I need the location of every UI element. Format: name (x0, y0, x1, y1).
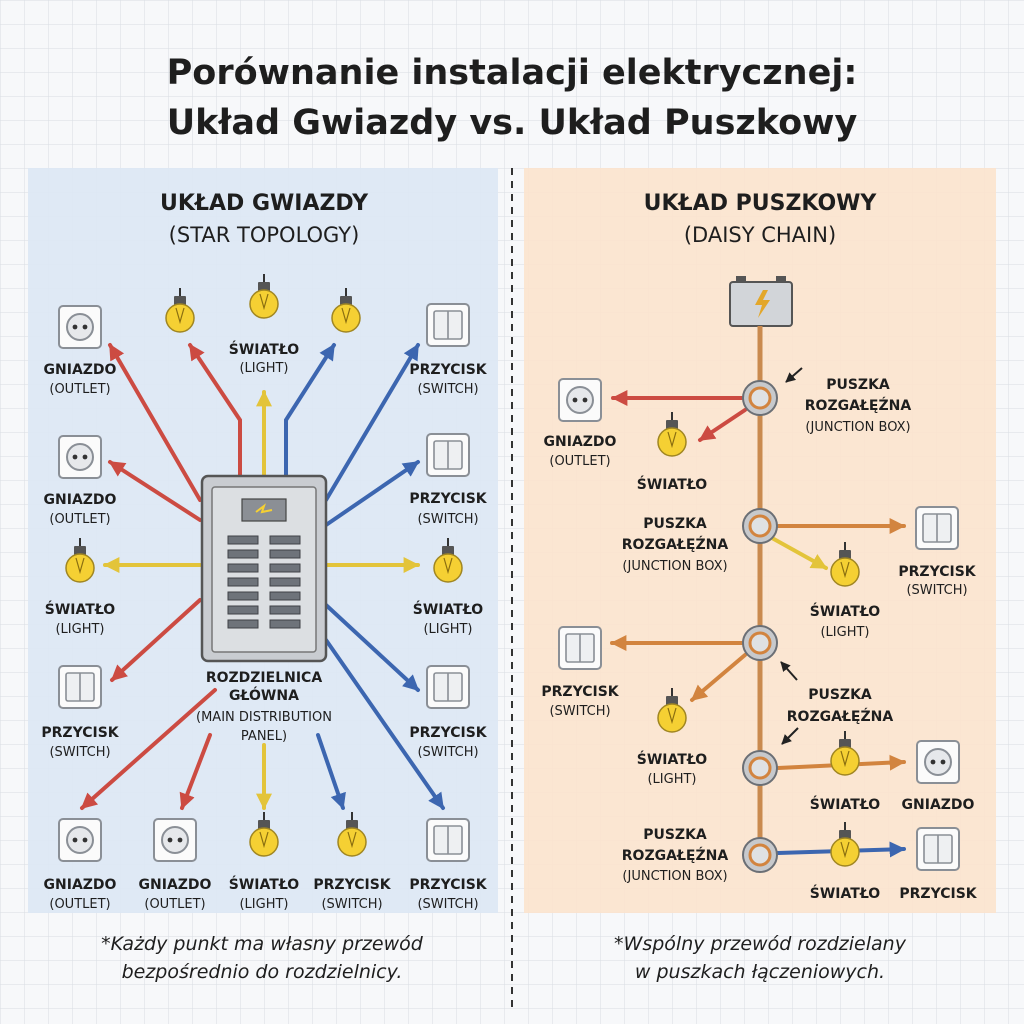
chain-switch-1-sub: (SWITCH) (906, 583, 967, 598)
chain-outlet-1-label: GNIAZDO (544, 434, 617, 450)
star-subheading: (STAR TOPOLOGY) (169, 223, 360, 247)
chain-light-5-label: ŚWIATŁO (810, 884, 881, 902)
star-switch-4-label: PRZYCISK (313, 877, 391, 893)
star-outlet-3-sub: (OUTLET) (49, 897, 110, 912)
jb2-label-2: ROZGAŁĘŹNA (622, 535, 729, 553)
star-switch-5-label: PRZYCISK (409, 877, 487, 893)
panel-label-4: PANEL) (241, 729, 287, 744)
jb3-label-1: PUSZKA (808, 687, 872, 703)
star-outlet-4-sub: (OUTLET) (144, 897, 205, 912)
star-wires (80, 343, 445, 810)
jb4-label-1: PUSZKA (643, 827, 707, 843)
jb1-label-1: PUSZKA (826, 377, 890, 393)
star-switch-5-sub: (SWITCH) (417, 897, 478, 912)
star-outlet-1-sub: (OUTLET) (49, 382, 110, 397)
star-light-left-label: ŚWIATŁO (45, 600, 116, 618)
jb4-label-3: (JUNCTION BOX) (622, 869, 727, 884)
star-light-bottom-label: ŚWIATŁO (229, 875, 300, 893)
outlet-icon (58, 305, 102, 349)
jb2-label-1: PUSZKA (643, 516, 707, 532)
chain-switch-1-label: PRZYCISK (898, 564, 976, 580)
chain-subheading: (DAISY CHAIN) (684, 223, 836, 247)
switch-icon (426, 665, 470, 709)
chain-switch-2-label: PRZYCISK (541, 684, 619, 700)
chain-footnote-1: *Wspólny przewód rozdzielany (614, 933, 907, 955)
star-outlet-2-sub: (OUTLET) (49, 512, 110, 527)
star-outlet-1-label: GNIAZDO (44, 362, 117, 378)
star-switch-2-sub: (SWITCH) (417, 512, 478, 527)
chain-light-2-sub: (LIGHT) (820, 625, 869, 640)
outlet-icon (916, 740, 960, 784)
star-light-top-label: ŚWIATŁO (229, 340, 300, 358)
switch-icon (58, 665, 102, 709)
jb4-label-2: ROZGAŁĘŹNA (622, 846, 729, 864)
panel-label-1: ROZDZIELNICA (206, 670, 322, 686)
battery-icon (729, 276, 793, 327)
junction-box-icon (741, 836, 779, 874)
jb2-label-3: (JUNCTION BOX) (622, 559, 727, 574)
star-outlet-2-label: GNIAZDO (44, 492, 117, 508)
chain-outlet-2-label: GNIAZDO (902, 797, 975, 813)
star-footnote-2: bezpośrednio do rozdzielnicy. (122, 961, 403, 983)
star-switch-4-sub: (SWITCH) (321, 897, 382, 912)
panel-label-3: (MAIN DISTRIBUTION (196, 710, 332, 725)
switch-icon (915, 506, 959, 550)
star-switch-3-sub: (SWITCH) (417, 745, 478, 760)
chain-footnote-2: w puszkach łączeniowych. (635, 961, 885, 983)
jb1-label-2: ROZGAŁĘŹNA (805, 396, 912, 414)
chain-light-2-label: ŚWIATŁO (810, 602, 881, 620)
star-outlet-4-label: GNIAZDO (139, 877, 212, 893)
star-switch-2-label: PRZYCISK (409, 491, 487, 507)
junction-box-icon (741, 624, 779, 662)
junction-box-icon (741, 379, 779, 417)
title-line-1: Porównanie instalacji elektrycznej: (167, 53, 858, 93)
chain-switch-2-sub: (SWITCH) (549, 704, 610, 719)
chain-heading: UKŁAD PUSZKOWY (644, 191, 878, 216)
switch-icon (426, 303, 470, 347)
star-switch-left-label: PRZYCISK (41, 725, 119, 741)
chain-wires (610, 390, 906, 858)
switch-icon (426, 433, 470, 477)
jb3-label-2: ROZGAŁĘŹNA (787, 707, 894, 725)
star-switch-left-sub: (SWITCH) (49, 745, 110, 760)
switch-icon (426, 818, 470, 862)
outlet-icon (558, 378, 602, 422)
outlet-icon (153, 818, 197, 862)
junction-box-icon (741, 749, 779, 787)
jb1-label-3: (JUNCTION BOX) (805, 420, 910, 435)
star-switch-1-label: PRZYCISK (409, 362, 487, 378)
star-heading: UKŁAD GWIAZDY (160, 191, 369, 216)
star-light-left-sub: (LIGHT) (55, 622, 104, 637)
chain-outlet-1-sub: (OUTLET) (549, 454, 610, 469)
star-switch-3-label: PRZYCISK (409, 725, 487, 741)
distribution-panel-icon (200, 474, 328, 663)
chain-switch-3-label: PRZYCISK (899, 886, 977, 902)
pointer-arrows (780, 367, 803, 745)
star-outlet-3-label: GNIAZDO (44, 877, 117, 893)
star-switch-1-sub: (SWITCH) (417, 382, 478, 397)
outlet-icon (58, 435, 102, 479)
outlet-icon (58, 818, 102, 862)
star-light-top-sub: (LIGHT) (239, 361, 288, 376)
star-light-bottom-sub: (LIGHT) (239, 897, 288, 912)
switch-icon (558, 626, 602, 670)
junction-box-icon (741, 507, 779, 545)
chain-light-3-sub: (LIGHT) (647, 772, 696, 787)
star-light-right-sub: (LIGHT) (423, 622, 472, 637)
chain-light-3-label: ŚWIATŁO (637, 750, 708, 768)
switch-icon (916, 827, 960, 871)
star-light-right-label: ŚWIATŁO (413, 600, 484, 618)
panel-label-2: GŁÓWNA (229, 686, 299, 704)
title-line-2: Układ Gwiazdy vs. Układ Puszkowy (167, 103, 858, 143)
star-footnote-1: *Każdy punkt ma własny przewód (101, 933, 424, 955)
chain-light-1-label: ŚWIATŁO (637, 475, 708, 493)
chain-light-4-label: ŚWIATŁO (810, 795, 881, 813)
